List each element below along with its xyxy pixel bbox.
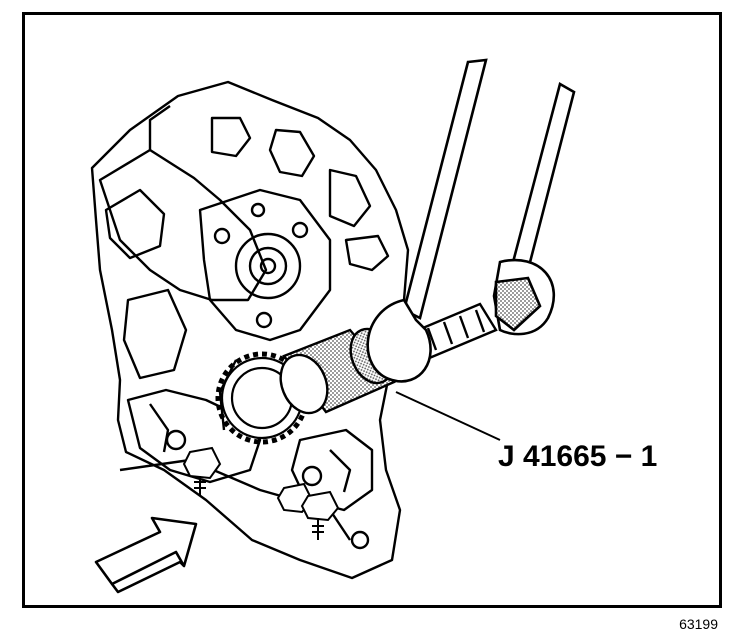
tool-callout-label: J 41665 − 1 bbox=[498, 440, 658, 473]
figure-number: 63199 bbox=[679, 616, 718, 632]
wrench-icon bbox=[366, 58, 576, 383]
bolt-icon bbox=[182, 446, 340, 540]
engine-block-icon bbox=[90, 80, 410, 580]
direction-arrow-icon bbox=[94, 516, 198, 594]
callout-leader-line bbox=[395, 391, 501, 441]
